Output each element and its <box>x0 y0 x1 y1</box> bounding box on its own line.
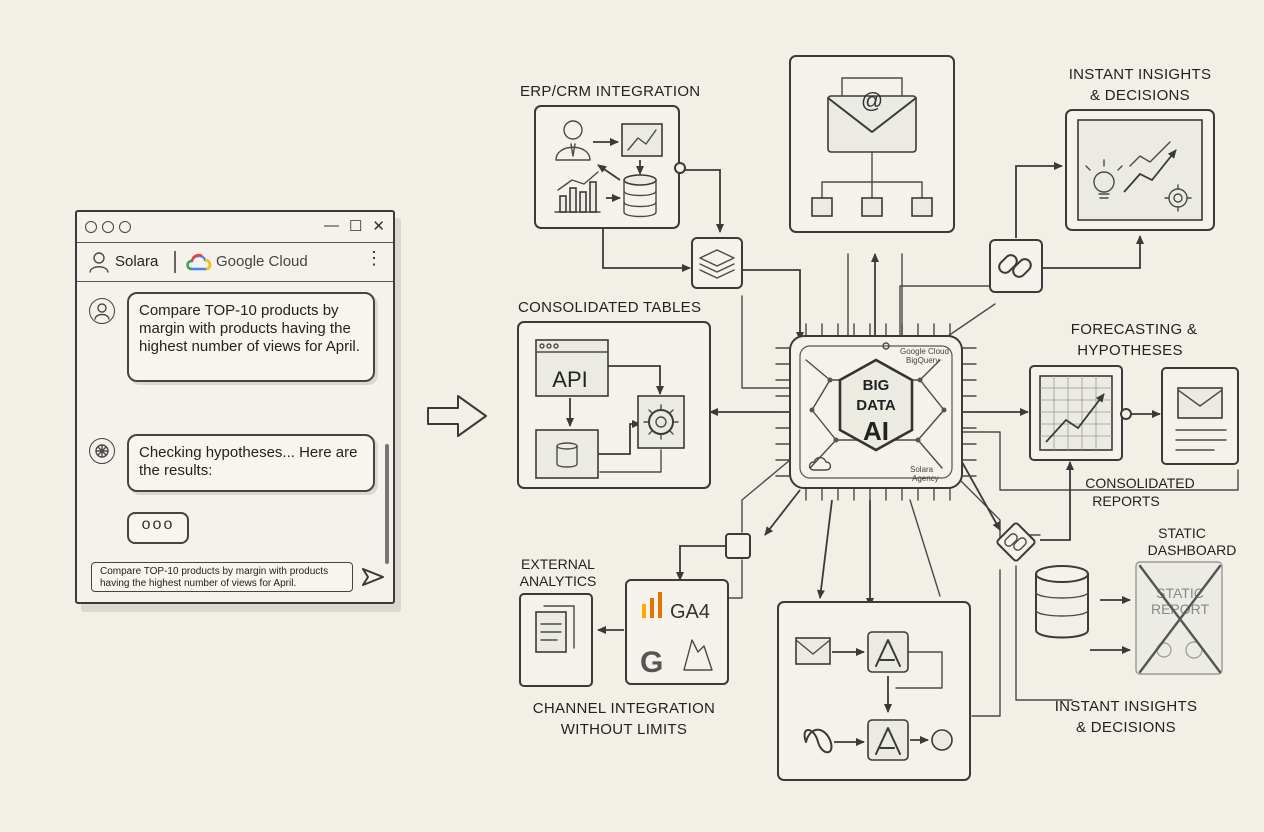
documents-icon <box>535 605 575 653</box>
kebab-menu-icon[interactable]: ⋮ <box>365 248 383 268</box>
chip-pins <box>775 323 977 501</box>
google-g-icon: G <box>640 646 663 679</box>
brand-name: Solara <box>115 253 159 270</box>
line-chart-icon <box>621 123 663 157</box>
google-cloud-logo-icon <box>186 253 212 271</box>
static-report-label-1: STATIC <box>1156 585 1204 601</box>
ga4-bars-icon <box>642 592 662 618</box>
consolidated-tables-label: CONSOLIDATED TABLES <box>518 299 701 316</box>
window-controls: — ☐ ✕ <box>324 217 385 235</box>
erp-crm-label: ERP/CRM INTEGRATION <box>520 83 700 100</box>
send-icon[interactable] <box>361 567 385 587</box>
user-message-bubble: Compare TOP-10 products by margin with p… <box>127 292 375 382</box>
window-dots <box>85 221 131 233</box>
gear-icon <box>1164 184 1192 212</box>
link-node-top <box>989 239 1043 293</box>
chip-brand-google: Google Cloud <box>900 347 949 356</box>
chip-brand-bigquery: BigQuery <box>906 356 939 365</box>
database-stack-icon <box>1035 565 1089 639</box>
minimize-icon[interactable]: — <box>323 217 339 234</box>
static-report-crossed: STATIC REPORT <box>1135 561 1223 675</box>
user-avatar-icon <box>89 298 115 324</box>
channel-flow-panel <box>777 601 971 781</box>
firebase-icon <box>683 639 713 671</box>
external-analytics-label-2: ANALYTICS <box>520 573 597 589</box>
chat-window: — ☐ ✕ Solara Google Cloud ⋮ Comp <box>75 210 395 604</box>
window-titlebar: — ☐ ✕ <box>77 212 393 243</box>
chip-brand-solara: Solara <box>910 465 934 474</box>
static-dashboard-label-2: DASHBOARD <box>1148 542 1237 558</box>
chain-link-icon <box>998 254 1032 278</box>
report-envelope-icon <box>1177 387 1223 419</box>
connection-lines <box>597 162 1239 717</box>
typing-indicator: ooo <box>127 512 189 544</box>
consolidated-reports-label-2: REPORTS <box>1092 493 1159 509</box>
erp-crm-panel: ERP/CRM INTEGRATION <box>520 83 700 229</box>
close-icon[interactable]: ✕ <box>372 218 385 235</box>
message-input[interactable]: Compare TOP-10 products by margin with p… <box>91 562 353 592</box>
link-node-bottom <box>996 522 1036 562</box>
forecasting-label-1: FORECASTING & <box>1071 321 1197 338</box>
window-dot-icon[interactable] <box>85 221 97 233</box>
insights-top-label-1: INSTANT INSIGHTS <box>1069 66 1212 83</box>
user-icon[interactable] <box>89 251 109 273</box>
mail-channel-icon <box>795 637 831 665</box>
chip-text-ai: AI <box>863 416 889 446</box>
channel-integration-label-2: WITHOUT LIMITS <box>561 721 687 738</box>
at-sign: @ <box>861 88 883 113</box>
bot-message-bubble: Checking hypotheses... Here are the resu… <box>127 434 375 492</box>
external-analytics-panel: EXTERNAL ANALYTICS <box>519 556 597 687</box>
window-dot-icon[interactable] <box>119 221 131 233</box>
ga4-label: GA4 <box>670 601 710 623</box>
forecasting-panel: FORECASTING & HYPOTHESES <box>1029 321 1239 465</box>
consolidated-reports-label-1: CONSOLIDATED <box>1085 475 1194 491</box>
chat-header: Solara Google Cloud ⋮ <box>77 243 393 282</box>
maximize-icon[interactable]: ☐ <box>348 218 363 235</box>
chat-scrollbar[interactable] <box>385 444 389 564</box>
meta-icon <box>803 728 833 754</box>
channel-integration-label-1: CHANNEL INTEGRATION <box>533 700 715 717</box>
forecasting-label-2: HYPOTHESES <box>1077 342 1183 359</box>
insights-top-label-2: & DECISIONS <box>1090 87 1190 104</box>
chip-brand-agency: Agency <box>912 474 939 483</box>
consolidated-tables-panel: CONSOLIDATED TABLES API <box>517 299 711 489</box>
google-ads-icon <box>875 639 901 667</box>
layers-node <box>691 237 743 289</box>
insights-bottom-label-2: & DECISIONS <box>1076 719 1176 736</box>
insights-bottom-label-1: INSTANT INSIGHTS <box>1055 698 1198 715</box>
external-analytics-label-1: EXTERNAL <box>521 556 595 572</box>
cloud-icon <box>808 456 832 471</box>
junction-node <box>725 533 751 559</box>
api-label: API <box>552 367 587 392</box>
header-divider <box>174 251 176 273</box>
bar-chart-icon <box>554 171 601 213</box>
chip-text-data: DATA <box>856 397 896 414</box>
bot-avatar-icon <box>89 438 115 464</box>
cross-out-icon <box>1138 564 1222 674</box>
google-ads-icon-2 <box>875 727 901 755</box>
insights-top-panel: INSTANT INSIGHTS & DECISIONS <box>1065 66 1215 231</box>
lightbulb-icon <box>1085 159 1123 199</box>
ga4-panel: GA4 G <box>625 579 729 685</box>
google-cloud-mini-icon <box>882 342 890 350</box>
transition-arrow-icon <box>427 395 487 437</box>
window-dot-icon[interactable] <box>102 221 114 233</box>
email-distribution-panel: @ <box>789 55 955 233</box>
gear-tables-icon <box>643 404 679 440</box>
cloud-label: Google Cloud <box>216 253 308 270</box>
database-small-icon <box>556 442 578 468</box>
static-dashboard-label-1: STATIC <box>1158 525 1206 541</box>
static-report-label-2: REPORT <box>1151 601 1210 617</box>
big-data-ai-chip[interactable]: BIG DATA AI Google Cloud BigQuery Solara… <box>775 323 977 501</box>
database-icon <box>623 174 657 218</box>
chip-text-big: BIG <box>863 377 890 394</box>
business-user-icon <box>555 120 591 161</box>
layers-icon <box>699 249 735 279</box>
